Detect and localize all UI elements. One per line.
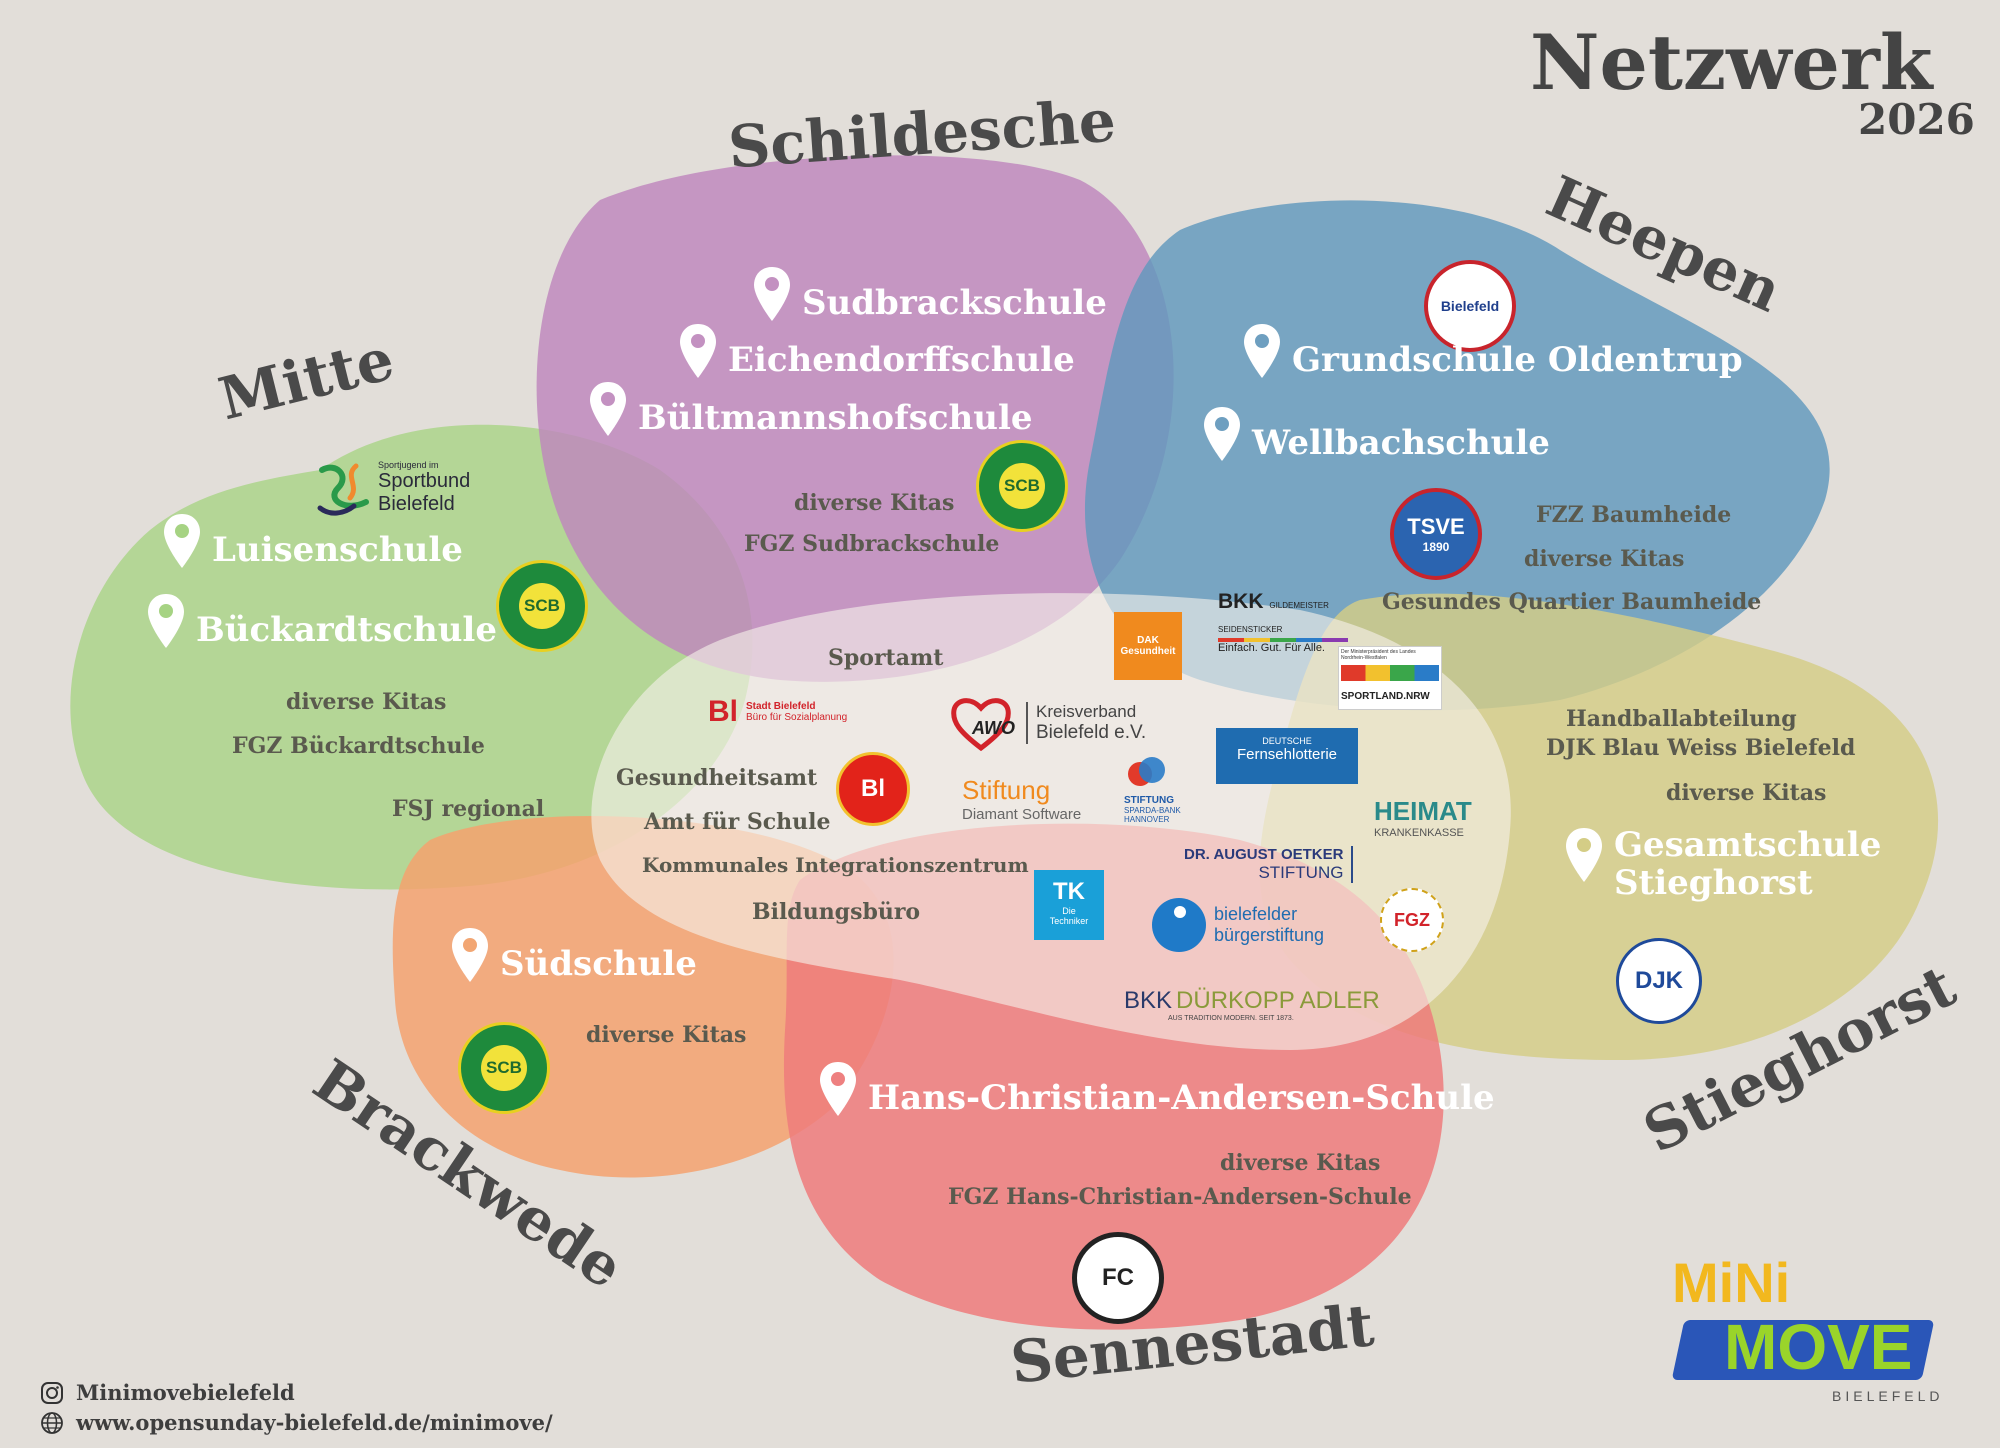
heepen-item-fzz: FZZ Baumheide: [1536, 502, 1732, 528]
scb-logo: SCB: [458, 1022, 550, 1114]
school-sudbrackschule: Sudbrackschule: [752, 265, 1107, 323]
schildesche-item-kitas: diverse Kitas: [794, 490, 955, 516]
heepen-item-kitas: diverse Kitas: [1524, 546, 1685, 572]
stieghorst-item-kitas: diverse Kitas: [1666, 780, 1827, 806]
school-name: Gesamtschule: [1614, 825, 1882, 865]
blob-schildesche: [536, 155, 1174, 682]
sportbund-mark-icon: [317, 463, 369, 516]
location-pin-icon: [162, 512, 202, 570]
location-pin-icon: [678, 322, 718, 380]
instagram-icon: [41, 1381, 63, 1404]
location-pin-icon: [1242, 322, 1282, 380]
stieghorst-item-djk: DJK Blau Weiss Bielefeld: [1546, 735, 1856, 761]
buergerstiftung-mark-icon: [1152, 898, 1206, 952]
school-wellbachschule: Wellbachschule: [1202, 405, 1550, 463]
tk-logo: TK Die Techniker: [1034, 870, 1104, 940]
school-name: Südschule: [500, 944, 697, 984]
bkk-gildemeister-logo: BKK GILDEMEISTER SEIDENSTICKER Einfach. …: [1218, 590, 1348, 654]
school-bueltmannshofschule: Bültmannshofschule: [588, 380, 1033, 438]
mitte-item-fgz: FGZ Bückardtschule: [232, 733, 485, 759]
school-name: Wellbachschule: [1252, 423, 1550, 463]
school-name: Stieghorst: [1614, 863, 1813, 903]
fernsehlotterie-logo: DEUTSCHE Fernsehlotterie: [1216, 728, 1358, 784]
sportland-nrw-logo: Der Ministerpräsident des Landes Nordrhe…: [1338, 646, 1442, 710]
center-item-gesundheitsamt: Gesundheitsamt: [616, 765, 818, 791]
awo-logo: AWO Kreisverband Bielefeld e.V.: [950, 694, 1146, 752]
stadt-bielefeld-logo: Bl Stadt Bielefeld Büro für Sozialplanun…: [708, 695, 848, 728]
sportbund-logo: Sportjugend im Sportbund Bielefeld: [316, 458, 470, 518]
center-item-amt-schule: Amt für Schule: [644, 809, 831, 835]
heepen-item-quartier: Gesundes Quartier Baumheide: [1382, 589, 1762, 615]
tsve-logo: TSVE 1890: [1390, 488, 1482, 580]
footer-instagram[interactable]: Minimovebielefeld: [40, 1380, 295, 1405]
school-name: Sudbrackschule: [802, 283, 1107, 323]
location-pin-icon: [1564, 826, 1604, 884]
school-name: Grundschule Oldentrup: [1292, 340, 1743, 380]
location-pin-icon: [588, 380, 628, 438]
center-item-integrationszentrum: Kommunales Integrationszentrum: [642, 853, 1029, 877]
fgz-logo: FGZ: [1380, 888, 1444, 952]
footer-website[interactable]: www.opensunday-bielefeld.de/minimove/: [40, 1410, 553, 1435]
page-title: Netzwerk: [1530, 18, 1933, 107]
stiftung-diamant-logo: Stiftung Diamant Software: [962, 775, 1082, 823]
school-name: Bültmannshofschule: [638, 398, 1033, 438]
heart-icon: [951, 698, 1011, 752]
brackwede-item-kitas: diverse Kitas: [586, 1022, 747, 1048]
location-pin-icon: [818, 1060, 858, 1118]
oetker-stiftung-logo: DR. AUGUST OETKER STIFTUNG: [1184, 846, 1354, 883]
heimat-krankenkasse-logo: HEIMAT KRANKENKASSE: [1374, 796, 1472, 839]
instagram-handle: Minimovebielefeld: [76, 1380, 295, 1405]
sennestadt-item-fgz: FGZ Hans-Christian-Andersen-Schule: [948, 1184, 1412, 1210]
page-year: 2026: [1858, 95, 1975, 144]
school-luisenschule: Luisenschule: [162, 512, 463, 570]
school-name: Hans-Christian-Andersen-Schule: [868, 1078, 1495, 1118]
globe-icon: [41, 1411, 63, 1434]
fc-logo: FC: [1072, 1232, 1164, 1324]
school-hans-christian-andersen: Hans-Christian-Andersen-Schule: [818, 1060, 1495, 1118]
mitte-item-kitas: diverse Kitas: [286, 689, 447, 715]
dak-logo: DAK Gesundheit: [1114, 612, 1182, 680]
school-name: Luisenschule: [212, 530, 463, 570]
minimove-logo: MiNi MOVE BIELEFELD: [1671, 1251, 1944, 1404]
location-pin-icon: [146, 592, 186, 650]
djk-logo: DJK: [1616, 938, 1702, 1024]
location-pin-icon: [752, 265, 792, 323]
stiftung-sparda-logo: STIFTUNG SPARDA-BANK HANNOVER: [1124, 756, 1181, 824]
scb-logo: SCB: [496, 560, 588, 652]
website-url: www.opensunday-bielefeld.de/minimove/: [76, 1410, 553, 1435]
school-gesamtschule-stieghorst: Gesamtschule Stieghorst: [1564, 826, 1881, 902]
schildesche-item-fgz: FGZ Sudbrackschule: [744, 531, 1000, 557]
school-suedschule: Südschule: [450, 926, 697, 984]
sennestadt-item-kitas: diverse Kitas: [1220, 1150, 1381, 1176]
buergerstiftung-logo: bielefelder bürgerstiftung: [1152, 898, 1324, 952]
school-bueckardtschule: Bückardtschule: [146, 592, 497, 650]
location-pin-icon: [450, 926, 490, 984]
blob-center: [591, 593, 1511, 1050]
bielefeld-badge-logo: Bl: [836, 752, 910, 826]
scb-logo: SCB: [976, 440, 1068, 532]
center-item-bildungsbuero: Bildungsbüro: [752, 899, 921, 925]
sparda-mark-icon: [1128, 757, 1165, 786]
school-name: Bückardtschule: [196, 610, 497, 650]
mitte-item-fsj: FSJ regional: [392, 796, 545, 822]
school-eichendorffschule: Eichendorffschule: [678, 322, 1075, 380]
school-grundschule-oldentrup: Grundschule Oldentrup: [1242, 322, 1743, 380]
school-name: Eichendorffschule: [728, 340, 1075, 380]
tsg-logo: Bielefeld: [1424, 260, 1516, 352]
stieghorst-item-handball: Handballabteilung: [1566, 706, 1797, 732]
center-item-sportamt: Sportamt: [828, 645, 944, 671]
location-pin-icon: [1202, 405, 1242, 463]
